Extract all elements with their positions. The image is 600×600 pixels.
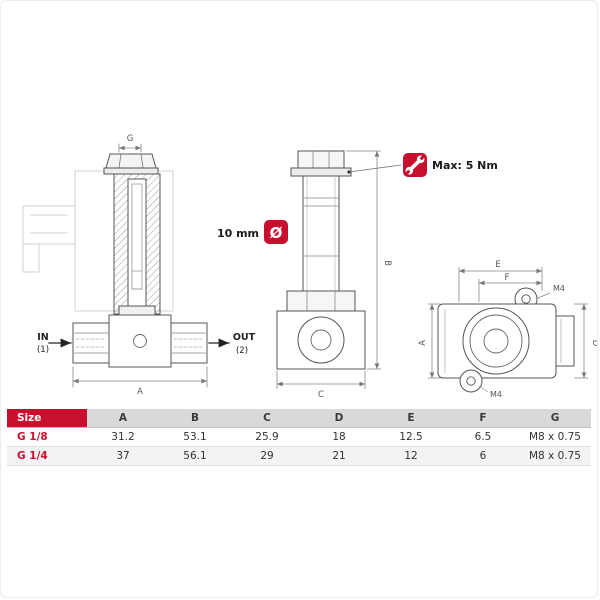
port-right-hex [170,322,208,364]
top-flange [103,167,159,175]
header-a: A [87,409,159,428]
dim-a-section [72,366,208,388]
table-row: G 1/4 37 56.1 29 21 12 6 M8 x 0.75 [7,446,591,466]
bonnet-hex [286,290,356,312]
dim-d-label: D [590,340,598,347]
value-f: 6 [447,446,519,466]
dim-a-section-label: A [137,387,143,397]
size-value: G 1/8 [7,427,87,447]
diameter-icon-badge [264,220,288,244]
header-f: F [447,409,519,428]
dim-a-end-label: A [418,340,428,346]
flange-washer [290,167,352,177]
end-view: E F M4 M4 A [418,260,598,399]
tube-diameter-label: 10 mm [217,227,259,240]
dimensions-table: Size A B C D E F G G 1/8 31.2 53.1 25.9 … [7,409,591,466]
valve-body-center [108,314,172,368]
front-port-circle [297,316,345,364]
header-d: D [303,409,375,428]
out-label: OUT [233,332,256,343]
dim-f [478,279,542,302]
end-port-outer-circle [462,307,530,375]
wrench-icon [404,154,426,176]
port-left-hex [72,322,110,364]
value-b: 56.1 [159,446,231,466]
value-f: 6.5 [447,427,519,447]
dim-e [458,267,543,302]
hex-nut-top [297,150,345,169]
technical-drawings: G IN (1) OUT (2) [22,134,598,400]
value-a: 31.2 [87,427,159,447]
dim-c-label: C [318,390,324,400]
in-label: IN [37,332,49,343]
m4-bottom-label: M4 [490,390,502,399]
value-e: 12 [375,446,447,466]
side-port-boss [555,315,575,367]
value-a: 37 [87,446,159,466]
header-e: E [375,409,447,428]
value-e: 12.5 [375,427,447,447]
table-header-row: Size A B C D E F G [7,409,591,428]
value-d: 21 [303,446,375,466]
dim-e-label: E [495,260,500,270]
value-c: 29 [231,446,303,466]
torque-label: Max: 5 Nm [432,159,498,172]
dim-d [574,303,588,379]
dim-a-end [428,303,440,379]
dim-g-label: G [127,134,134,144]
header-g: G [519,409,591,428]
dim-g [118,143,142,153]
value-d: 18 [303,427,375,447]
header-c: C [231,409,303,428]
dim-b [346,150,381,370]
header-b: B [159,409,231,428]
m4-top-label: M4 [553,284,565,293]
dim-c [276,371,366,389]
value-c: 25.9 [231,427,303,447]
elevation-view: Max: 5 Nm 10 mm Ø B C [217,150,498,400]
torque-leader [348,164,402,173]
armature-tube [302,175,340,292]
table-row: G 1/8 31.2 53.1 25.9 18 12.5 6.5 M8 x 0.… [7,427,591,447]
out-sub-label: (2) [236,346,248,356]
value-g: M8 x 0.75 [519,446,591,466]
size-value: G 1/4 [7,446,87,466]
dim-b-label: B [382,260,392,266]
in-sub-label: (1) [37,345,49,355]
header-size: Size [7,409,87,428]
diameter-icon: Ø [270,224,283,242]
top-nut [105,153,157,169]
value-b: 53.1 [159,427,231,447]
cross-section-view: G IN (1) OUT (2) [22,134,256,397]
dim-f-label: F [505,273,510,283]
value-g: M8 x 0.75 [519,427,591,447]
